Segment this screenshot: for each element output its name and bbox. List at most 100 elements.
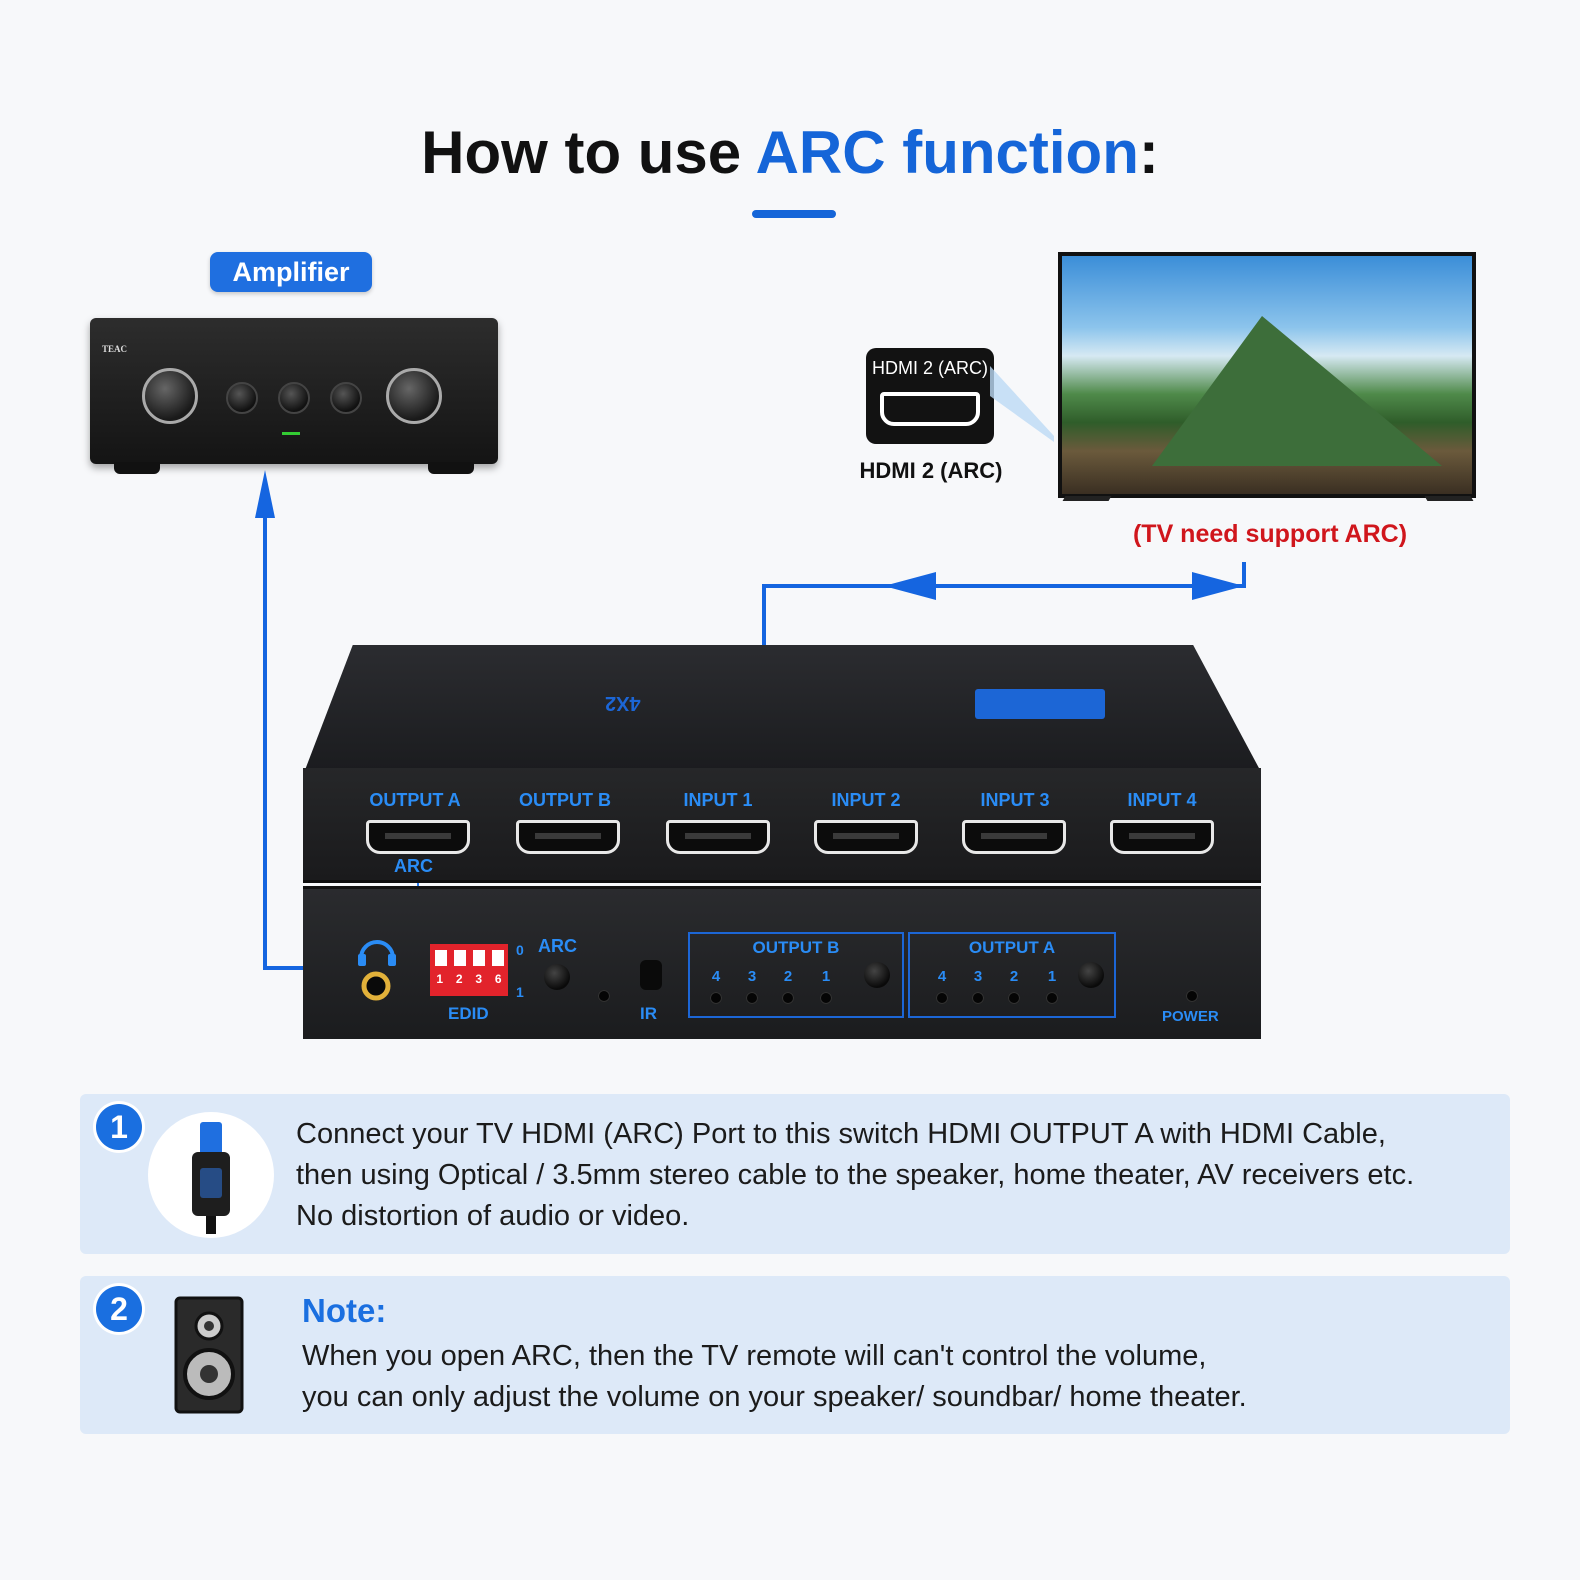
title-underline <box>752 210 836 218</box>
hdmi-arc-caption: HDMI 2 (ARC) <box>859 458 1003 483</box>
led-icon <box>746 992 758 1004</box>
title-highlight: ARC function <box>755 119 1139 186</box>
led-icon <box>1046 992 1058 1004</box>
amp-foot <box>428 462 474 474</box>
switch-top-panel: 4X2 <box>305 645 1260 770</box>
dip-key[interactable] <box>473 950 485 966</box>
mountain-landscape-icon <box>1152 316 1442 466</box>
amp-knob-icon <box>142 368 198 424</box>
step-number-2: 2 <box>96 1286 142 1332</box>
led-icon <box>820 992 832 1004</box>
ir-sensor-icon <box>640 960 662 990</box>
page-title: How to use ARC function: <box>0 118 1580 187</box>
step-2-line: you can only adjust the volume on your s… <box>302 1381 1247 1413</box>
dip-zero-label: 0 <box>516 942 524 958</box>
hdmi-port-icon <box>880 392 980 426</box>
cable-icon-bg <box>148 1112 274 1238</box>
note-title: Note: <box>302 1292 387 1329</box>
amp-foot <box>114 462 160 474</box>
hdmi-cable-icon <box>192 1122 230 1234</box>
step-number-1: 1 <box>96 1104 142 1150</box>
dip-number: 2 <box>455 972 463 986</box>
step-1-line: No distortion of audio or video. <box>296 1200 690 1232</box>
hdmi-port-input-4[interactable] <box>1110 820 1214 854</box>
tv-screen <box>1062 256 1472 494</box>
dip-number: 1 <box>436 972 444 986</box>
arrow-left-icon <box>884 572 936 600</box>
edid-dip-switch[interactable]: 1 2 3 6 <box>430 944 508 996</box>
led-icon <box>782 992 794 1004</box>
port-label-input-4: INPUT 4 <box>1127 790 1197 810</box>
hdmi-port-output-b[interactable] <box>516 820 620 854</box>
amplifier-image: TEAC <box>90 318 498 474</box>
hdmi-port-output-a[interactable] <box>366 820 470 854</box>
led-number: 1 <box>821 968 831 985</box>
output-a-select-button[interactable] <box>1078 962 1104 988</box>
headphone-jack-icon <box>358 940 396 1001</box>
dip-number: 3 <box>475 972 483 986</box>
ir-label: IR <box>640 1004 657 1023</box>
dip-key[interactable] <box>435 950 447 966</box>
led-icon <box>710 992 722 1004</box>
output-b-label: OUTPUT B <box>752 938 840 957</box>
led-number: 3 <box>973 968 983 985</box>
step-2-line: When you open ARC, then the TV remote wi… <box>302 1340 1207 1372</box>
led-number: 4 <box>711 968 721 985</box>
step-2-panel <box>80 1276 1510 1434</box>
amp-knob-icon <box>226 382 258 414</box>
port-label-input-3: INPUT 3 <box>980 790 1050 810</box>
led-number: 3 <box>747 968 757 985</box>
step-1-line: Connect your TV HDMI (ARC) Port to this … <box>296 1118 1386 1150</box>
output-b-select-button[interactable] <box>864 962 890 988</box>
hdmi-port-input-3[interactable] <box>962 820 1066 854</box>
port-callout-beam <box>990 366 1054 442</box>
speaker-icon <box>174 1296 244 1414</box>
output-a-box <box>908 932 1116 1018</box>
led-number: 2 <box>783 968 793 985</box>
step-1-text: Connect your TV HDMI (ARC) Port to this … <box>296 1114 1414 1237</box>
amp-connection-line <box>263 480 304 970</box>
edid-label: EDID <box>448 1004 489 1023</box>
amp-knob-icon <box>386 368 442 424</box>
step-1-panel <box>80 1094 1510 1254</box>
amp-led-icon <box>282 432 300 435</box>
switch-top-printing: 4X2 <box>605 692 641 714</box>
hdmi-arc-port-badge: HDMI 2 (ARC) <box>866 348 994 444</box>
hdmi-port-input-1[interactable] <box>666 820 770 854</box>
led-number: 4 <box>937 968 947 985</box>
tv-connection-line <box>762 562 1246 645</box>
hdmi-arc-badge-label: HDMI 2 (ARC) <box>872 358 988 378</box>
dip-key[interactable] <box>492 950 504 966</box>
arc-port-label: ARC <box>394 856 433 876</box>
led-icon <box>972 992 984 1004</box>
amp-knob-icon <box>278 382 310 414</box>
arrow-right-icon <box>1192 572 1244 600</box>
dip-key[interactable] <box>454 950 466 966</box>
power-led-icon <box>1186 990 1198 1002</box>
port-label-output-b: OUTPUT B <box>519 790 611 810</box>
tv-image <box>1058 252 1476 498</box>
port-label-input-1: INPUT 1 <box>683 790 753 810</box>
dip-numbers: 1 2 3 6 <box>430 972 508 986</box>
arc-button[interactable] <box>544 964 570 990</box>
output-b-box <box>688 932 904 1018</box>
led-number: 2 <box>1009 968 1019 985</box>
output-a-label: OUTPUT A <box>968 938 1056 957</box>
led-number: 1 <box>1047 968 1057 985</box>
hdmi-port-input-2[interactable] <box>814 820 918 854</box>
amp-knob-icon <box>330 382 362 414</box>
amplifier-label: Amplifier <box>210 252 372 292</box>
step-1-line: then using Optical / 3.5mm stereo cable … <box>296 1159 1415 1191</box>
dip-number: 6 <box>494 972 502 986</box>
arc-button-label: ARC <box>538 936 577 956</box>
4k-logo-icon <box>975 689 1105 719</box>
port-label-input-2: INPUT 2 <box>831 790 901 810</box>
led-icon <box>1008 992 1020 1004</box>
title-prefix: How to use <box>421 119 756 186</box>
arc-led-icon <box>598 990 610 1002</box>
power-label: POWER <box>1162 1008 1219 1025</box>
tv-arc-note: (TV need support ARC) <box>1132 520 1408 548</box>
arrow-up-icon <box>255 470 275 518</box>
led-icon <box>936 992 948 1004</box>
port-label-output-a: OUTPUT A <box>369 790 461 810</box>
